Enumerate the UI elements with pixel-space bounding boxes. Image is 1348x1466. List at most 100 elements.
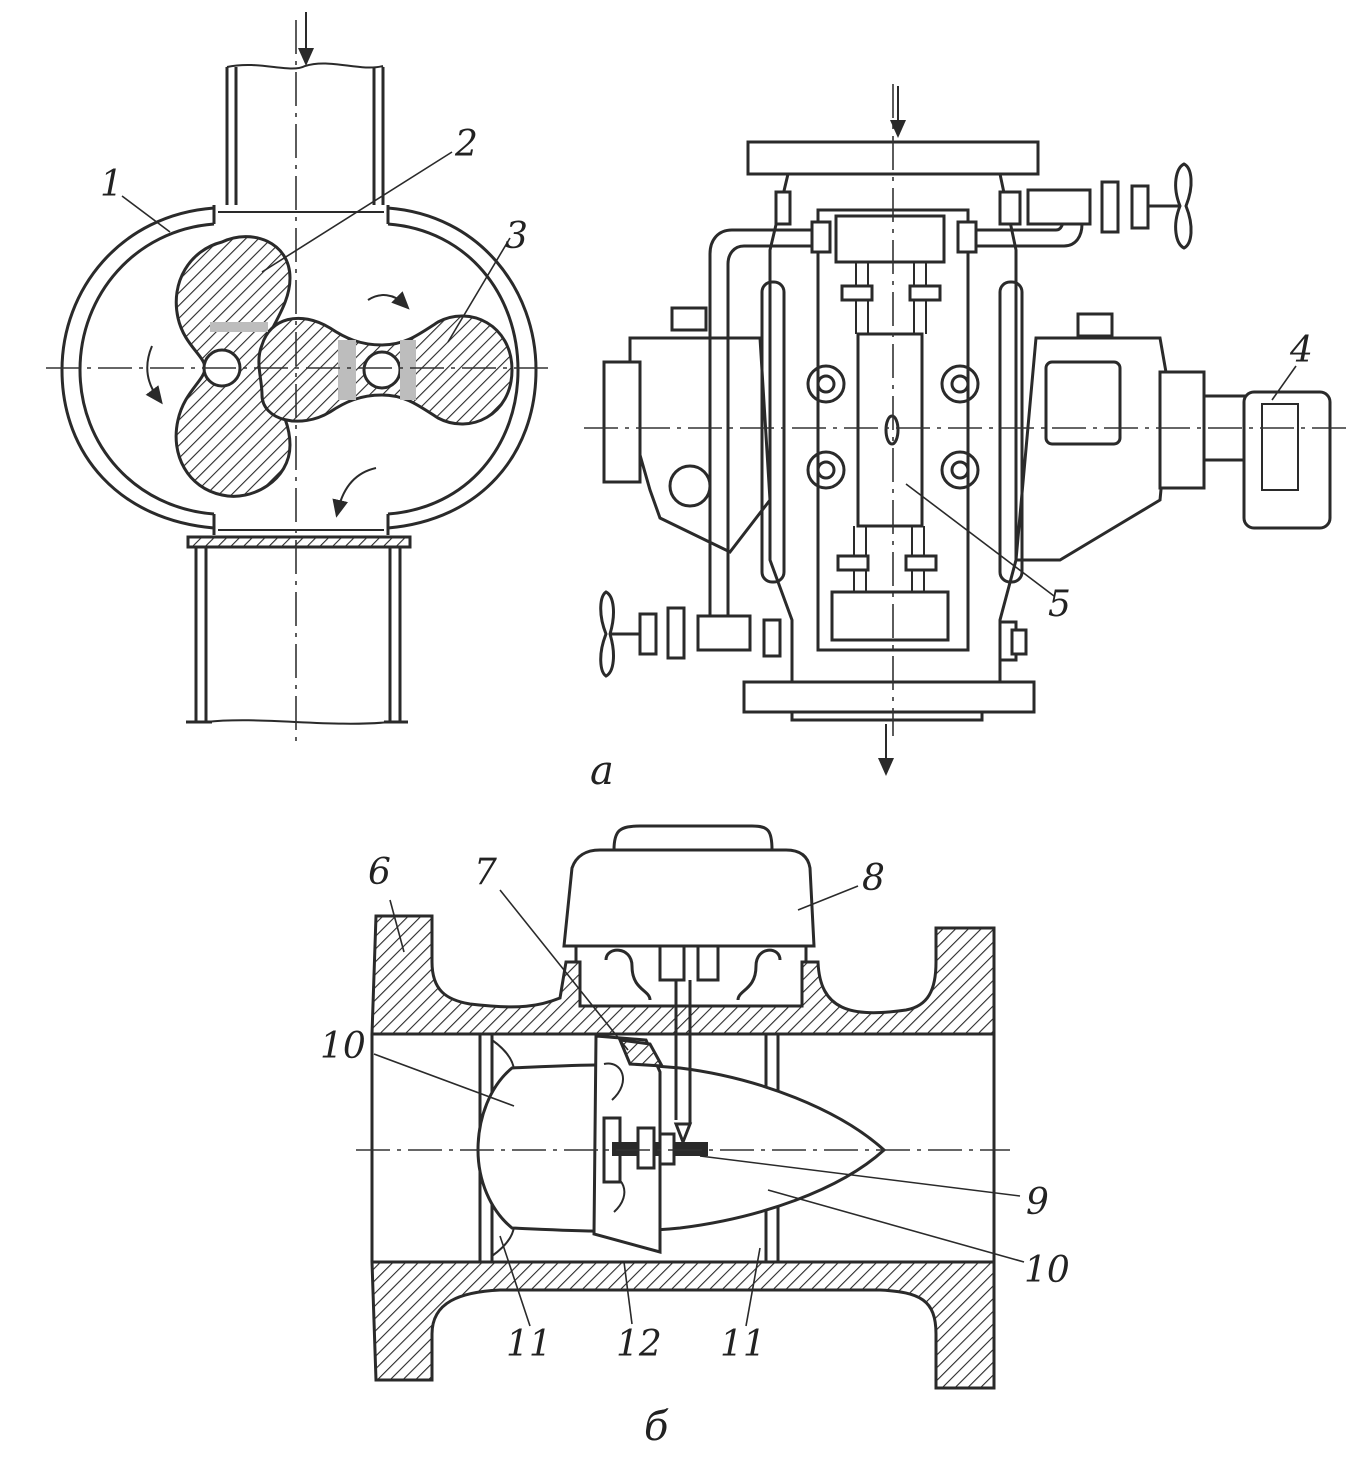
label-12: 12 <box>616 1324 662 1365</box>
right-chamber-housing <box>1014 336 1172 562</box>
housing-left-inner <box>78 222 215 516</box>
label-5: 5 <box>1048 584 1071 625</box>
nameplate <box>1044 360 1122 446</box>
nut <box>810 220 832 254</box>
label-3: 3 <box>505 216 528 257</box>
bolt-core <box>950 374 970 394</box>
bore-ends <box>370 1034 996 1262</box>
leader-line <box>499 1235 531 1327</box>
filter-top-cap <box>834 214 946 264</box>
body-nut <box>774 190 792 226</box>
counter-base <box>574 944 808 1008</box>
drive-rod-tip <box>673 1122 693 1147</box>
rod-nut <box>908 284 942 302</box>
column-left <box>760 280 786 584</box>
right-rotor-shaft <box>362 350 402 390</box>
left-chamber-housing <box>628 336 772 554</box>
bottom-flange-lip <box>790 710 984 722</box>
bolt-core <box>816 374 836 394</box>
drive-rod <box>674 980 692 1124</box>
filter-bottom-cap <box>830 590 950 642</box>
inlet-pipe <box>225 67 385 205</box>
housing-left-outer <box>60 206 215 530</box>
body-bottom-wall <box>370 1260 996 1390</box>
outlet-flange <box>186 535 412 549</box>
column-right <box>998 280 1024 584</box>
valve-nut-left <box>638 612 658 656</box>
left-plug <box>668 464 712 508</box>
caption-b: б <box>644 1404 669 1450</box>
leader-line <box>797 885 859 911</box>
rotation-arrow <box>367 291 410 310</box>
meter-external-view: 4 5 <box>584 84 1348 776</box>
pipe-break-line <box>226 62 384 70</box>
flow-arrow <box>332 467 377 518</box>
drive-coupling <box>658 944 686 982</box>
bolt-core <box>816 460 836 480</box>
leader-line <box>447 237 511 343</box>
bolt-core <box>950 460 970 480</box>
housing-right-outer <box>387 206 538 530</box>
body-nut <box>1010 628 1028 656</box>
leader-line <box>373 1053 515 1107</box>
counter-base-detail <box>604 948 652 1001</box>
leader-line <box>121 195 171 233</box>
drive-coupling <box>696 944 720 982</box>
leader-line <box>499 889 629 1051</box>
counter-housing <box>562 848 816 948</box>
gear-mark <box>338 340 356 400</box>
gear-mark <box>400 340 416 400</box>
valve-nut-left <box>762 618 782 658</box>
rod-nut <box>904 554 938 572</box>
valve-nut-right <box>998 190 1022 226</box>
turbine-meter-section: 6 7 8 9 10 10 11 12 11 <box>320 824 1070 1390</box>
rotor-meter-section: 1 2 3 <box>46 12 548 742</box>
leader-line <box>389 899 405 953</box>
bypass-tube-left <box>708 228 812 630</box>
label-1: 1 <box>100 164 123 205</box>
rod-nut <box>836 554 870 572</box>
valve-body-right <box>1026 188 1092 226</box>
outlet-pipe <box>194 547 402 722</box>
label-4: 4 <box>1289 330 1313 371</box>
label-7: 7 <box>474 852 497 893</box>
bolt <box>940 450 980 490</box>
valve-nut-right <box>1100 180 1120 234</box>
rod-nut <box>840 284 874 302</box>
filter-rods <box>853 262 927 592</box>
leader-line <box>745 1247 761 1327</box>
valve-nut-right <box>1130 184 1150 230</box>
leader-line <box>767 1189 1025 1263</box>
leader-line <box>261 151 453 273</box>
bottom-flange <box>742 680 1036 714</box>
sight-glass <box>856 332 924 528</box>
valve-handwheel-left <box>599 590 615 678</box>
counter-window <box>1261 403 1299 491</box>
sight-indicator <box>884 414 900 446</box>
label-9: 9 <box>1026 1182 1049 1223</box>
counter-cap <box>612 824 774 852</box>
outlet-bottom-edge <box>205 719 391 725</box>
bolt <box>806 450 846 490</box>
caption-a: а <box>590 748 614 794</box>
bolt <box>806 364 846 404</box>
rotation-arrow <box>145 345 163 405</box>
leader-line <box>623 1261 633 1325</box>
worm-gear-7 <box>617 1038 665 1068</box>
right-boss <box>1158 370 1206 490</box>
gear-mark <box>210 322 268 332</box>
label-11-right: 11 <box>720 1324 766 1365</box>
leader-line <box>699 1155 1021 1197</box>
valve-nut-left <box>666 606 686 660</box>
label-10-right: 10 <box>1024 1250 1070 1291</box>
label-10-left: 10 <box>320 1026 366 1067</box>
housing-right-inner <box>387 222 520 516</box>
counter-base-detail <box>736 948 782 1001</box>
nut <box>956 220 978 254</box>
vent-cap-left <box>670 306 708 332</box>
left-boss <box>602 360 642 484</box>
leader-line <box>1271 365 1297 401</box>
label-8: 8 <box>862 858 885 899</box>
